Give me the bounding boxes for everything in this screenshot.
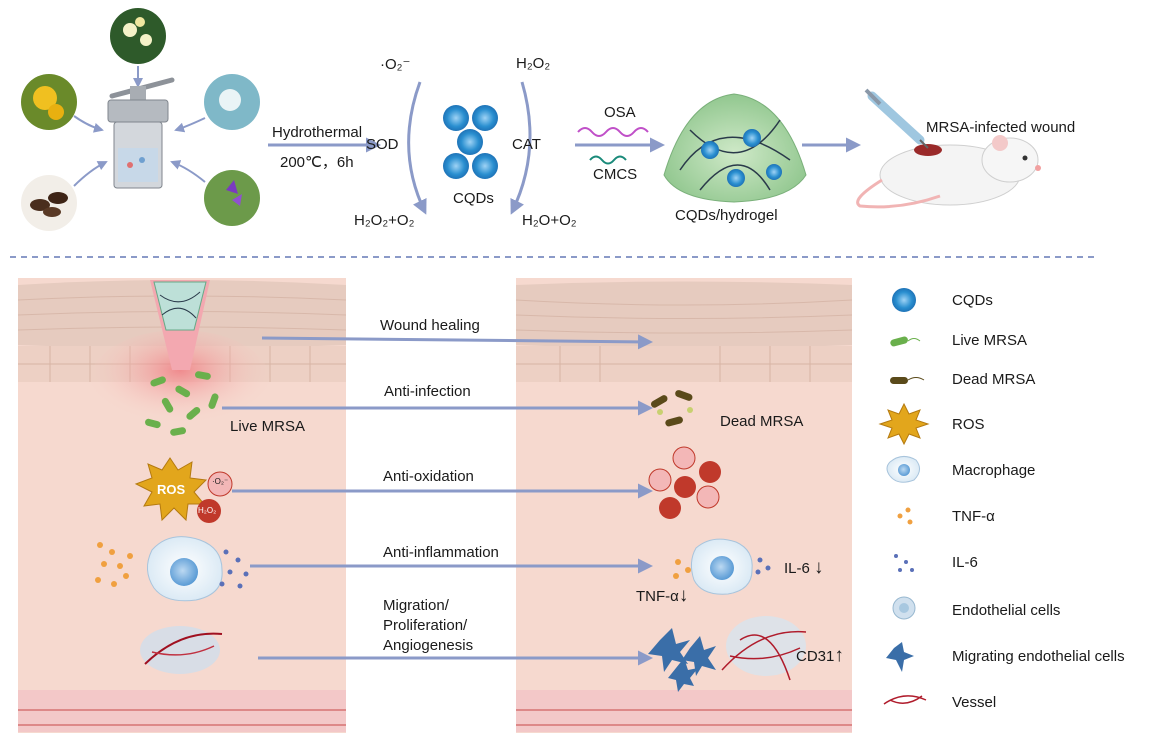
tnf-dots-left bbox=[95, 542, 133, 587]
herb-photo-bottom-left bbox=[21, 175, 77, 231]
effect-label-migration: Migration/ Proliferation/ Angiogenesis bbox=[383, 597, 474, 654]
il6-dots-left bbox=[219, 549, 249, 589]
cat-label: CAT bbox=[512, 136, 541, 153]
cqds-hydrogel-label: CQDs/hydrogel bbox=[675, 207, 778, 224]
sod-curved-arrow bbox=[407, 81, 427, 215]
dead-mrsa-cluster bbox=[650, 390, 693, 427]
syringe-icon bbox=[864, 88, 929, 149]
live-mrsa-label: Live MRSA bbox=[230, 418, 306, 435]
cmcs-wave bbox=[589, 155, 627, 165]
legend-item-cqds: CQDs bbox=[952, 292, 993, 309]
herb-photo-bottom-right bbox=[204, 170, 260, 226]
mouse-illustration bbox=[856, 135, 1041, 209]
herb-photo-top bbox=[110, 8, 166, 64]
herb-photo-left bbox=[21, 74, 77, 130]
legend-item-tnf: TNF-α bbox=[952, 508, 995, 525]
ros-burst bbox=[134, 457, 233, 523]
macrophage-left bbox=[147, 536, 223, 602]
il6-dots-right bbox=[755, 557, 771, 575]
live-mrsa-cluster bbox=[145, 371, 219, 436]
vessel-network-right bbox=[721, 616, 807, 681]
tnf-down-label: TNF-α↓ bbox=[636, 585, 689, 606]
legend-icons bbox=[878, 288, 930, 705]
cqds-label: CQDs bbox=[453, 190, 494, 207]
macrophage-right bbox=[690, 538, 753, 595]
herb-photo-right bbox=[204, 74, 260, 130]
legend-item-dead-mrsa: Dead MRSA bbox=[952, 371, 1036, 388]
legend-item-migrating-endothelial: Migrating endothelial cells bbox=[952, 648, 1125, 665]
legend-item-endothelial: Endothelial cells bbox=[952, 602, 1061, 619]
mrsa-wound-label: MRSA-infected wound bbox=[926, 119, 1076, 136]
legend-item-il6: IL-6 bbox=[952, 554, 978, 571]
hydrothermal-label: Hydrothermal bbox=[272, 124, 363, 141]
migrating-endothelial-cluster bbox=[648, 628, 716, 692]
dead-mrsa-label: Dead MRSA bbox=[720, 413, 804, 430]
superoxide-label: ·O₂⁻ bbox=[380, 56, 411, 73]
sod-label: SOD bbox=[366, 136, 399, 153]
legend-item-macrophage: Macrophage bbox=[952, 462, 1036, 479]
effect-label-anti-infection: Anti-infection bbox=[384, 383, 471, 400]
o2-ball-label: ·O₂⁻ bbox=[212, 477, 229, 486]
effect-label-wound-healing: Wound healing bbox=[380, 317, 480, 334]
h2o2-top-label: H₂O₂ bbox=[516, 55, 551, 72]
osa-label: OSA bbox=[604, 104, 636, 121]
effect-label-anti-oxidation: Anti-oxidation bbox=[383, 468, 474, 485]
neutralized-ros-balls bbox=[648, 446, 721, 519]
il6-down-label: IL-6 ↓ bbox=[784, 557, 824, 578]
autoclave-reactor bbox=[107, 77, 175, 189]
endothelial-vessel-left bbox=[140, 626, 223, 674]
h2o2-o2-label: H₂O₂+O₂ bbox=[354, 212, 415, 229]
herb-arrows bbox=[73, 66, 206, 187]
hydrothermal-condition-label: 200℃，6h bbox=[280, 154, 354, 171]
cqds-cluster bbox=[443, 105, 498, 179]
tnf-dots-right bbox=[673, 559, 691, 579]
ros-burst-label: ROS bbox=[157, 482, 186, 497]
h2o-o2-label: H₂O+O₂ bbox=[522, 212, 577, 229]
cat-curved-arrow bbox=[510, 81, 532, 215]
hydrogel-triangle bbox=[663, 93, 807, 203]
effect-label-anti-inflammation: Anti-inflammation bbox=[383, 544, 499, 561]
legend-item-ros: ROS bbox=[952, 416, 985, 433]
cd31-up-label: CD31↑ bbox=[796, 645, 844, 666]
cmcs-label: CMCS bbox=[593, 166, 638, 183]
effect-arrows bbox=[222, 334, 653, 666]
h2o2-ball-label: H₂O₂ bbox=[198, 506, 217, 515]
osa-wave bbox=[577, 127, 649, 137]
legend-item-vessel: Vessel bbox=[952, 694, 997, 711]
legend-item-live-mrsa: Live MRSA bbox=[952, 332, 1028, 349]
